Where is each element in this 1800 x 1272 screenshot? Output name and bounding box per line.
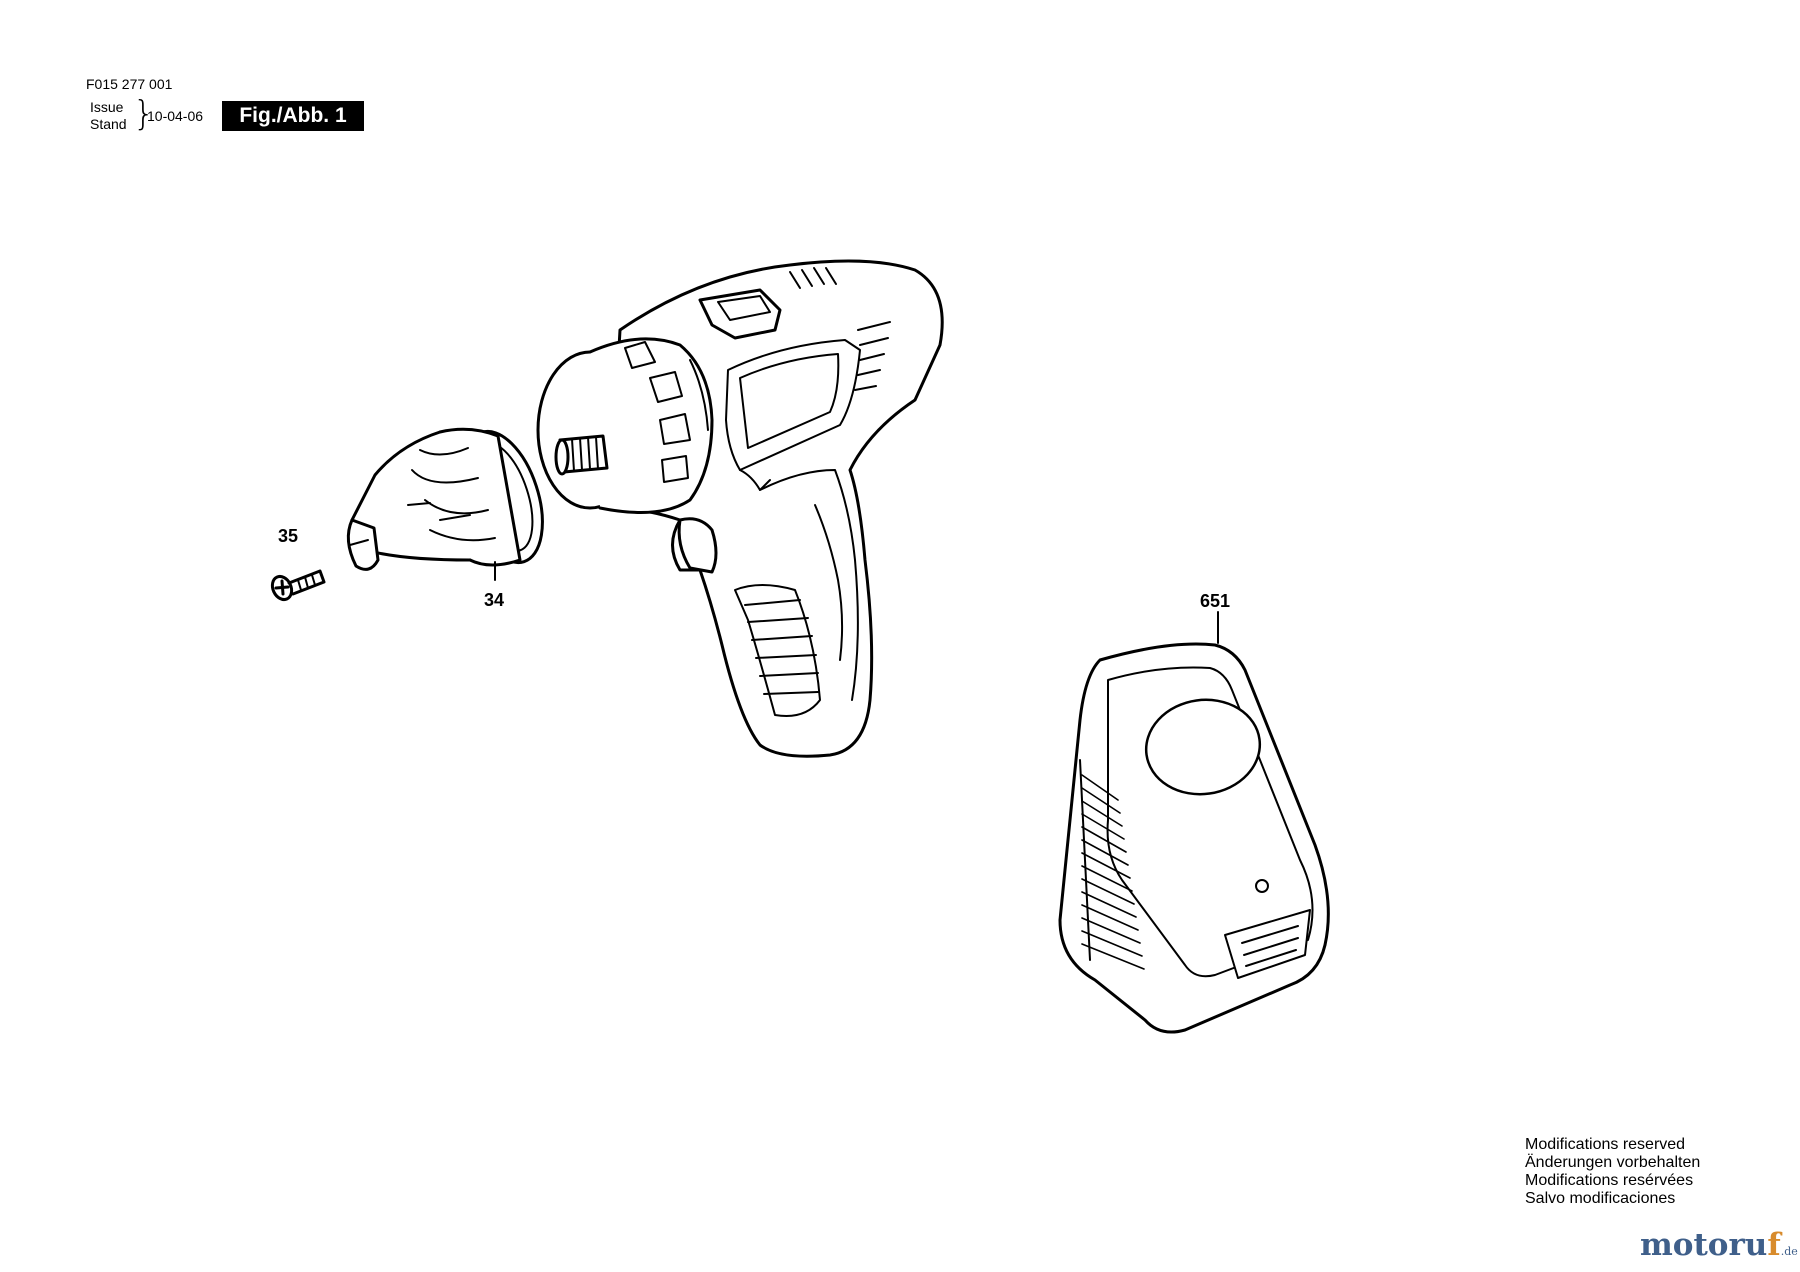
drill-body-part <box>536 259 944 758</box>
chuck-part <box>346 427 544 571</box>
issue-date: 10-04-06 <box>147 108 204 124</box>
figure-label: Fig./Abb. 1 <box>222 101 364 131</box>
stand-label: Stand <box>90 116 127 132</box>
watermark-logo: motoruf.de <box>1640 1227 1798 1263</box>
modifications-notice: Modifications reserved Änderungen vorbeh… <box>1525 1136 1700 1208</box>
issue-stand-labels: Issue Stand <box>90 99 127 133</box>
brace-glyph: } <box>133 94 155 134</box>
part-label-34: 34 <box>484 590 505 610</box>
notice-line-de: Änderungen vorbehalten <box>1525 1154 1701 1171</box>
screw-part <box>270 569 326 602</box>
notice-line-en: Modifications reserved <box>1525 1136 1686 1153</box>
document-code: F015 277 001 <box>86 76 173 92</box>
part-label-35: 35 <box>278 526 299 546</box>
notice-line-fr: Modifications resérvées <box>1525 1172 1694 1189</box>
notice-line-es: Salvo modificaciones <box>1525 1190 1676 1207</box>
charger-part <box>1058 642 1330 1034</box>
issue-label: Issue <box>90 99 124 115</box>
part-label-651: 651 <box>1200 591 1231 611</box>
watermark-suffix: .de <box>1780 1245 1798 1258</box>
watermark-text: motoruf <box>1640 1227 1781 1263</box>
